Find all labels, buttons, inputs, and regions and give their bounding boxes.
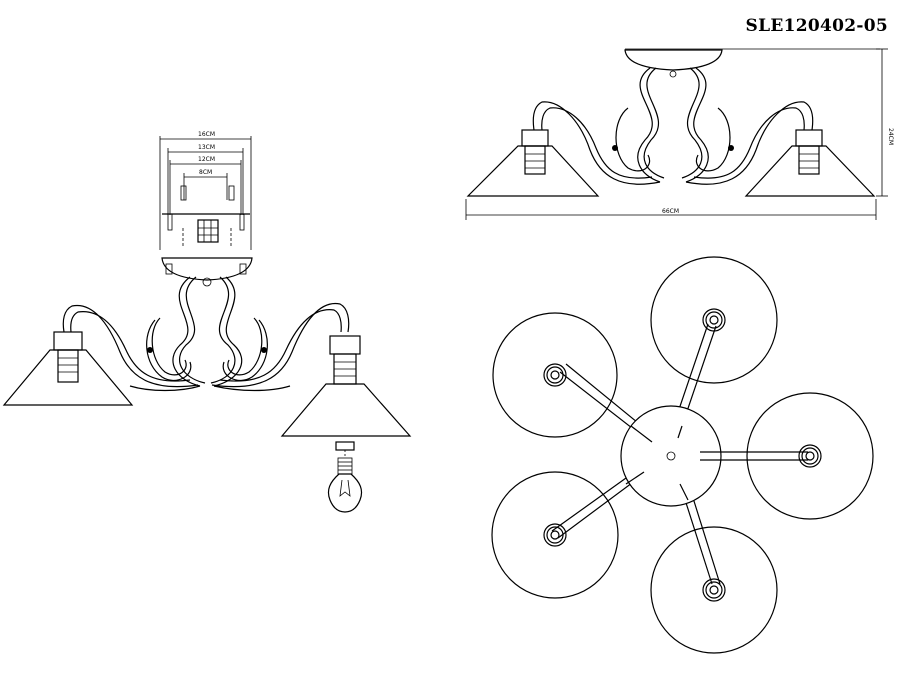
- top-view: [491, 256, 874, 654]
- dim-mount-inner-1: 13CM: [198, 144, 215, 151]
- dim-total-height: 24CM: [887, 128, 894, 145]
- dim-mount-width: 16CM: [198, 131, 215, 138]
- side-view-fixture: [2, 257, 412, 513]
- dim-mount-inner-2: 12CM: [198, 156, 215, 163]
- model-code: SLE120402-05: [745, 16, 888, 36]
- dim-total-width: 66CM: [662, 208, 679, 215]
- mount-detail: 16CM 13CM 12CM 8CM: [159, 131, 252, 250]
- front-elevation: 66CM 24CM: [465, 48, 894, 220]
- dim-mount-inner-3: 8CM: [199, 169, 212, 176]
